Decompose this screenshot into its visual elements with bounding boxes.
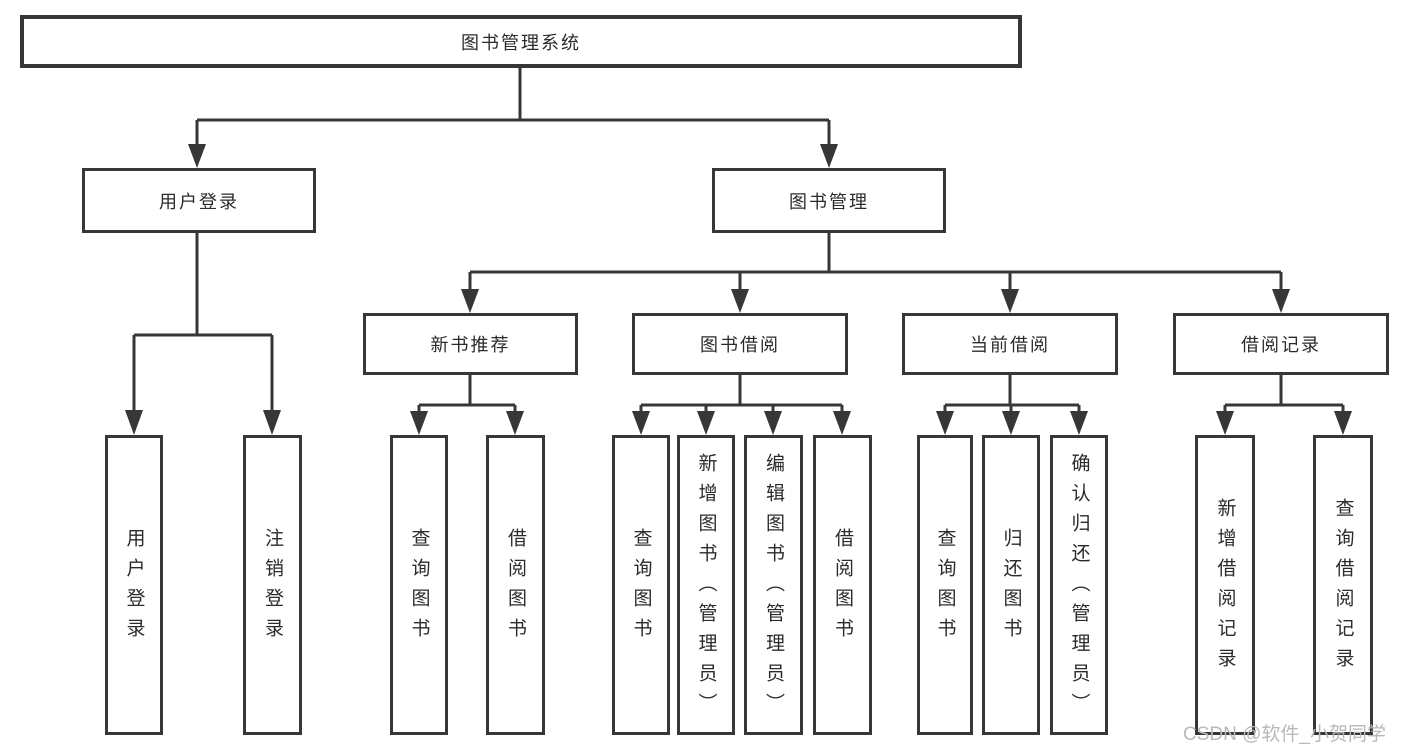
leaf-add-borrow-record: 新增借阅记录 bbox=[1195, 435, 1255, 735]
node-user-login-branch: 用户登录 bbox=[82, 168, 316, 233]
node-borrowing-records: 借阅记录 bbox=[1173, 313, 1389, 375]
node-library-management-system: 图书管理系统 bbox=[20, 15, 1022, 68]
node-book-management-branch: 图书管理 bbox=[712, 168, 946, 233]
leaf-borrow-books-recommend: 借阅图书 bbox=[486, 435, 545, 735]
node-new-book-recommend: 新书推荐 bbox=[363, 313, 578, 375]
leaf-query-borrow-record: 查询借阅记录 bbox=[1313, 435, 1373, 735]
csdn-watermark: CSDN @软件_小贺同学 bbox=[1183, 724, 1386, 745]
leaf-query-books-recommend: 查询图书 bbox=[390, 435, 448, 735]
node-current-borrowing: 当前借阅 bbox=[902, 313, 1118, 375]
leaf-return-book: 归还图书 bbox=[982, 435, 1040, 735]
leaf-query-books-borrowing: 查询图书 bbox=[612, 435, 670, 735]
leaf-query-books-current: 查询图书 bbox=[917, 435, 973, 735]
leaf-add-book-admin: 新增图书（管理员） bbox=[677, 435, 735, 735]
leaf-borrow-books: 借阅图书 bbox=[813, 435, 872, 735]
leaf-user-login: 用户登录 bbox=[105, 435, 163, 735]
leaf-logout: 注销登录 bbox=[243, 435, 302, 735]
leaf-edit-book-admin: 编辑图书（管理员） bbox=[744, 435, 803, 735]
leaf-confirm-return-admin: 确认归还（管理员） bbox=[1050, 435, 1108, 735]
node-book-borrowing: 图书借阅 bbox=[632, 313, 848, 375]
